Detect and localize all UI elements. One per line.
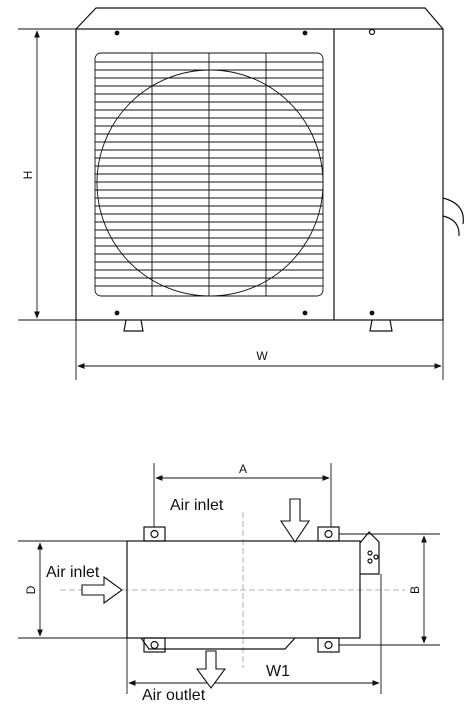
valve [367, 550, 373, 556]
dim-label-w: W [256, 349, 268, 363]
screw [302, 30, 308, 36]
unit-body-top [126, 540, 361, 639]
air-inlet-top-arrow [279, 498, 311, 543]
dim-label-w1: W1 [266, 663, 290, 680]
unit-foot [123, 319, 144, 332]
air-inlet-left-arrow [81, 575, 123, 605]
fan-grille [94, 52, 324, 297]
screw [114, 30, 120, 36]
valve [367, 558, 373, 564]
valve [373, 554, 379, 560]
screw [302, 310, 308, 316]
air-outlet-arrow [195, 650, 227, 689]
unit-top-lid [75, 7, 444, 30]
unit-foot [369, 319, 393, 332]
air-inlet-top-label: Air inlet [170, 497, 224, 514]
air-inlet-left-label: Air inlet [46, 564, 100, 581]
screw [114, 310, 120, 316]
unit-body [75, 28, 444, 321]
screw [368, 28, 376, 36]
screw [369, 310, 375, 316]
front-view [18, 7, 464, 380]
mounting-foot-br [317, 637, 340, 653]
valve-bracket [359, 531, 380, 575]
dim-label-d: D [24, 585, 38, 594]
valve-cover [442, 197, 464, 237]
mounting-foot-tl [143, 526, 166, 542]
dim-label-a: A [239, 462, 247, 476]
air-outlet-label: Air outlet [142, 687, 206, 704]
dim-label-b: B [408, 586, 422, 594]
mounting-foot-bl [143, 637, 166, 653]
dim-label-h: H [21, 171, 35, 180]
top-view [18, 463, 440, 694]
mounting-foot-tr [317, 526, 340, 542]
fan-shroud [140, 637, 296, 650]
